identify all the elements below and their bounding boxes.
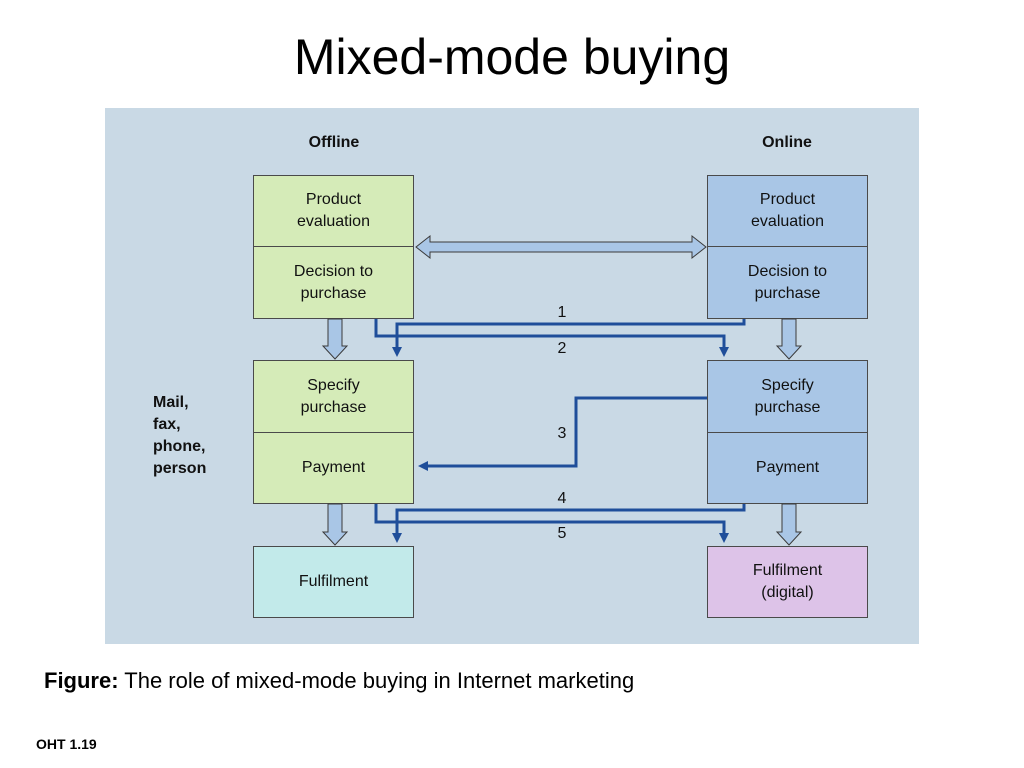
offline-evaluation-decision-box: Product evaluation Decision to purchase bbox=[253, 175, 414, 319]
flow-label-3: 3 bbox=[557, 425, 567, 442]
online-specify-purchase: Specify purchase bbox=[708, 361, 867, 433]
offline-specify-payment-box: Specify purchase Payment bbox=[253, 360, 414, 504]
online-product-evaluation: Product evaluation bbox=[708, 176, 867, 247]
online-evaluation-decision-box: Product evaluation Decision to purchase bbox=[707, 175, 868, 319]
online-fulfilment-box: Fulfilment (digital) bbox=[707, 546, 868, 618]
channel-label: Mail, fax, phone, person bbox=[153, 394, 207, 477]
online-payment: Payment bbox=[755, 459, 820, 476]
offline-product-evaluation: Product evaluation bbox=[254, 176, 413, 247]
slide-footer: OHT 1.19 bbox=[36, 736, 97, 752]
offline-fulfilment-box: Fulfilment bbox=[253, 546, 414, 618]
flow-label-4: 4 bbox=[557, 490, 567, 507]
caption-label: Figure: bbox=[44, 668, 119, 693]
flow-label-1: 1 bbox=[557, 304, 567, 321]
slide-title: Mixed-mode buying bbox=[293, 29, 731, 85]
offline-specify-purchase: Specify purchase bbox=[254, 361, 413, 433]
flow-label-5: 5 bbox=[557, 525, 567, 542]
flow-label-2: 2 bbox=[557, 340, 567, 357]
caption-text: The role of mixed-mode buying in Interne… bbox=[124, 668, 635, 693]
online-heading: Online bbox=[762, 134, 812, 151]
offline-fulfilment: Fulfilment bbox=[298, 573, 369, 590]
offline-payment: Payment bbox=[301, 459, 366, 476]
figure-caption: Figure: The role of mixed-mode buying in… bbox=[44, 668, 634, 694]
offline-decision-to-purchase: Decision to purchase bbox=[293, 262, 374, 302]
online-specify-payment-box: Specify purchase Payment bbox=[707, 360, 868, 504]
offline-heading: Offline bbox=[308, 134, 360, 151]
online-decision-to-purchase: Decision to purchase bbox=[747, 262, 828, 302]
online-fulfilment: Fulfilment (digital) bbox=[752, 562, 823, 601]
